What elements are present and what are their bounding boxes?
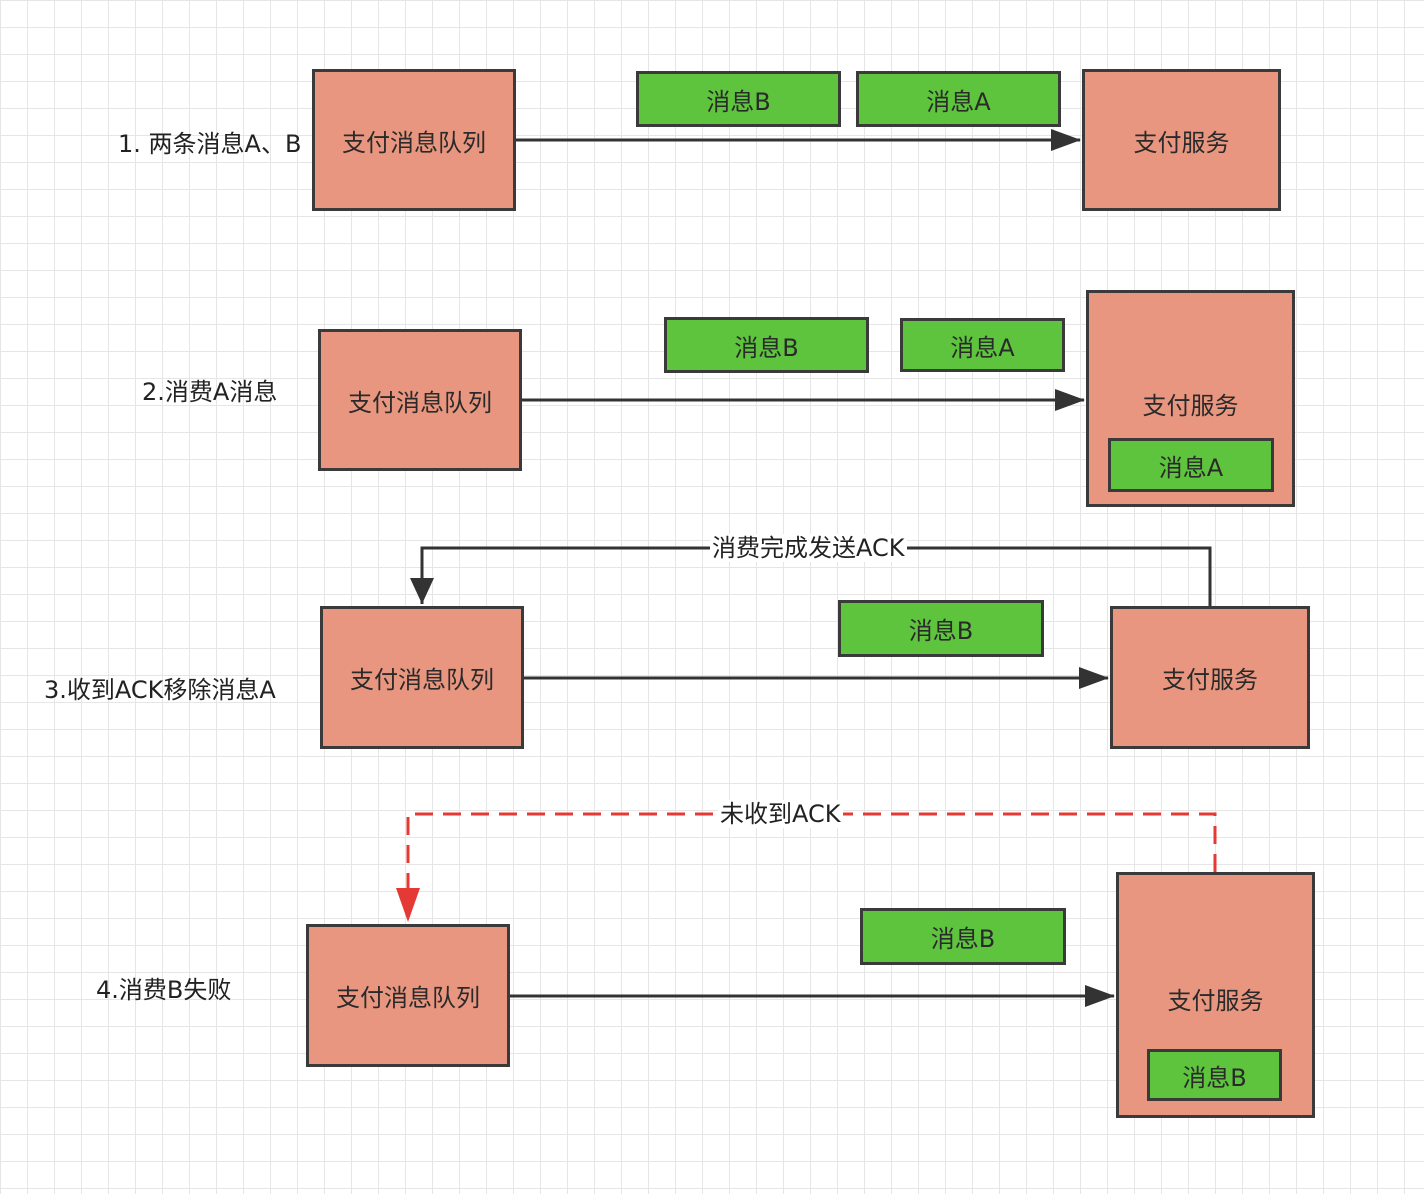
step2-message-b: 消息B [664, 317, 869, 373]
step2-service-message-label: 消息A [1158, 453, 1224, 482]
step2-queue-box: 支付消息队列 [318, 329, 522, 471]
step4-queue-label: 支付消息队列 [336, 984, 480, 1012]
step2-message-a-label: 消息A [950, 333, 1015, 362]
step1-message-a-label: 消息A [926, 87, 991, 116]
step4-service-message: 消息B [1147, 1049, 1282, 1101]
step2-service-label: 支付服务 [1142, 392, 1239, 420]
step3-ack-label: 消费完成发送ACK [710, 534, 907, 562]
step4-message-b-label: 消息B [930, 925, 996, 953]
step4-service-box: 支付服务 消息B [1116, 872, 1315, 1118]
step4-message-b: 消息B [860, 908, 1066, 965]
step1-message-b-label: 消息B [706, 87, 771, 116]
step2-queue-label: 支付消息队列 [348, 388, 492, 417]
step3-label: 3.收到ACK移除消息A [44, 676, 276, 704]
step2-service-message: 消息A [1108, 438, 1274, 492]
step3-message-b: 消息B [838, 600, 1044, 657]
step2-message-a: 消息A [900, 318, 1065, 372]
step4-service-message-label: 消息B [1182, 1063, 1247, 1092]
step2-message-b-label: 消息B [734, 333, 799, 362]
step2-service-box: 支付服务 消息A [1086, 290, 1295, 507]
step4-label: 4.消费B失败 [96, 976, 232, 1004]
step3-service-label: 支付服务 [1162, 666, 1258, 694]
step4-ack-label: 未收到ACK [718, 800, 843, 828]
step1-label: 1. 两条消息A、B [118, 130, 302, 158]
step1-service-label: 支付服务 [1133, 128, 1230, 157]
step4-service-label: 支付服务 [1167, 987, 1264, 1015]
step3-queue-box: 支付消息队列 [320, 606, 524, 749]
step1-message-a: 消息A [856, 71, 1061, 127]
step1-queue-label: 支付消息队列 [342, 128, 486, 157]
step4-missing-ack-arrowhead [396, 888, 420, 922]
step4-queue-box: 支付消息队列 [306, 924, 510, 1067]
step3-queue-label: 支付消息队列 [350, 666, 494, 694]
step2-label: 2.消费A消息 [142, 378, 278, 406]
step1-message-b: 消息B [636, 71, 841, 127]
step1-service-box: 支付服务 [1082, 69, 1281, 211]
step1-queue-box: 支付消息队列 [312, 69, 516, 211]
step3-ack-arrowhead [410, 578, 434, 604]
step3-service-box: 支付服务 [1110, 606, 1310, 749]
step3-message-b-label: 消息B [908, 617, 974, 645]
